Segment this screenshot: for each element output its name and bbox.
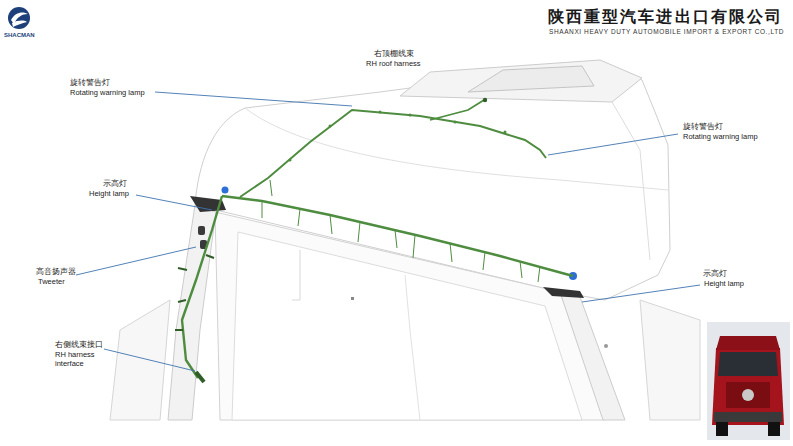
callout-label: 示高灯 [103,180,127,189]
leader-line [582,285,700,302]
roof-crease [245,108,668,190]
harness-end [483,98,487,102]
title-english: RH roof harness [366,60,421,69]
callout-label: 旋转警告灯 [683,123,723,132]
height-lamp [543,287,584,298]
roof-spoiler [400,60,642,102]
harness-interface [196,372,204,382]
callout-label: Height lamp [704,280,744,289]
leader-line [76,247,196,275]
harness-clips [175,180,540,330]
harness-pillar [182,196,222,378]
callout-label: 旋转警告灯 [70,79,110,88]
leader-line [136,195,212,210]
truck-wheel [716,422,728,436]
truck-wheel [768,422,780,436]
leader-line [155,92,352,106]
truck-roof [716,336,780,350]
door-frame [640,300,700,420]
leader-line [548,134,678,155]
callout-label: 示高灯 [703,270,727,279]
callout-label: RH harness interface [55,351,103,368]
mark [351,297,354,300]
tweeter [198,226,205,235]
harness-dots [289,111,507,162]
leader-lines [76,92,700,371]
harness-clip [175,255,214,330]
windshield-opening [232,232,582,420]
harness-roof-branch [430,100,484,120]
harness-dot [504,131,507,134]
callout-label: 高音扬声器 [36,268,76,277]
logo-emblem [8,7,30,29]
truck-grille [726,382,770,408]
harness-dot [379,111,382,114]
harness-roof-branch [240,110,546,197]
company-name: SHAANXI HEAVY DUTY AUTOMOBILE IMPORT & E… [549,28,784,35]
door-frame [110,300,170,420]
mark [604,344,608,348]
truck-cab [712,348,784,425]
truck-photo [707,322,790,440]
leader-line [104,349,195,371]
harness-dot [454,121,457,124]
right-a-pillar [560,292,625,420]
brand-name: SHACMAN [4,32,35,39]
harness-dot [289,159,292,162]
harness-dot [409,114,412,117]
interior-line [292,250,300,300]
company-name: 陕西重型汽车进出口有限公司 [548,8,783,26]
harness-dot [329,125,332,128]
logo-swoosh [12,21,27,27]
truck-bumper [714,412,782,422]
interior-line [405,275,420,420]
harness-clip [262,180,540,282]
windshield-frame [215,212,605,420]
truck-windshield [718,352,778,376]
lamp-connector [222,187,229,194]
title: 右顶棚线束 [374,50,414,59]
callout-label: Rotating warning lamp [70,89,145,98]
sunroof [468,66,594,92]
callout-label: 右侧线束接口 [55,341,103,350]
callout-label: Rotating warning lamp [683,133,758,142]
callout-label: Height lamp [89,190,129,199]
truck-badge [742,389,754,401]
roof-edge [612,102,650,260]
callout-label: Tweeter [38,278,65,287]
